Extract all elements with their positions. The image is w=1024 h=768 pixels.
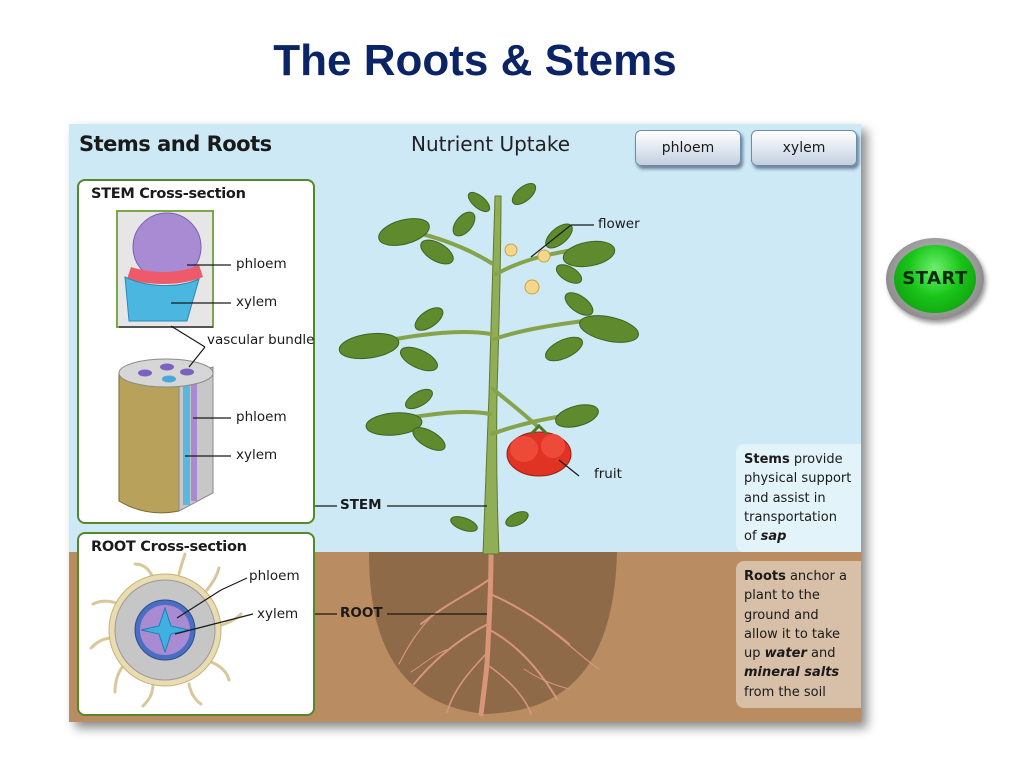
roots-note-line7: from the soil — [744, 684, 826, 700]
stem-phloem-label: phloem — [236, 256, 287, 272]
stem-diagram — [116, 210, 231, 514]
soil-pocket — [369, 552, 617, 714]
roots-note-line2: plant to the — [744, 588, 820, 604]
stem-3d-xylem-label: xylem — [236, 447, 278, 463]
stem-section-title: STEM Cross-section — [91, 186, 246, 202]
stem-cross-section-box: STEM Cross-section p — [77, 179, 315, 524]
roots-note-line4: allow it to take — [744, 626, 841, 642]
roots-note-line1: anchor a — [785, 569, 847, 584]
start-button[interactable]: START — [886, 238, 984, 320]
slide-title: The Roots & Stems — [273, 36, 677, 85]
root-section-title: ROOT Cross-section — [91, 539, 247, 555]
diagram-panel: Stems and Roots Nutrient Uptake phloem x… — [69, 124, 861, 722]
start-button-face[interactable]: START — [894, 245, 976, 313]
xylem-tab-button[interactable]: xylem — [751, 130, 857, 166]
stem-label: STEM — [340, 497, 382, 513]
plant-leaves — [338, 183, 639, 532]
panel-subtitle: Nutrient Uptake — [411, 132, 571, 156]
roots-note-water: water — [764, 646, 807, 662]
plant-branches — [367, 230, 601, 436]
plant-stem — [482, 195, 502, 555]
root-cross-section-box: ROOT Cross-section — [77, 532, 315, 716]
stems-note-line4: transportation — [744, 509, 837, 525]
vascular-bundle-label: vascular bundle — [207, 332, 315, 348]
stems-note-line5: of — [744, 529, 761, 545]
stems-note-line3: and assist in — [744, 490, 826, 506]
stems-note-line2: physical support — [744, 471, 852, 487]
root-xylem-label: xylem — [257, 606, 299, 622]
plant-fruit — [506, 423, 572, 477]
fruit-label: fruit — [594, 466, 622, 482]
roots-note-and: and — [806, 646, 836, 662]
stem-3d-phloem-label: phloem — [236, 409, 287, 425]
stems-info-note: Stems provide physical support and assis… — [736, 444, 861, 553]
plant-illustration — [301, 183, 639, 717]
roots-note-mineral-salts: mineral salts — [744, 665, 840, 681]
plant-roots — [398, 551, 600, 717]
phloem-tab-button[interactable]: phloem — [635, 130, 741, 166]
stem-xylem-label: xylem — [236, 294, 278, 310]
plant-flowers — [504, 243, 551, 295]
stems-note-bold: Stems — [744, 452, 790, 467]
root-phloem-label: phloem — [249, 568, 300, 584]
roots-note-line5: up — [744, 646, 765, 662]
panel-title: Stems and Roots — [79, 132, 272, 156]
root-diagram — [89, 552, 254, 708]
start-button-label: START — [902, 268, 968, 289]
roots-note-bold: Roots — [744, 569, 786, 584]
stems-note-line1: provide — [789, 452, 843, 467]
roots-info-note: Roots anchor a plant to the ground and a… — [736, 561, 861, 709]
roots-note-line3: ground and — [744, 607, 819, 623]
root-label: ROOT — [340, 605, 383, 621]
flower-label: flower — [598, 216, 640, 232]
stems-note-sap: sap — [760, 529, 787, 545]
